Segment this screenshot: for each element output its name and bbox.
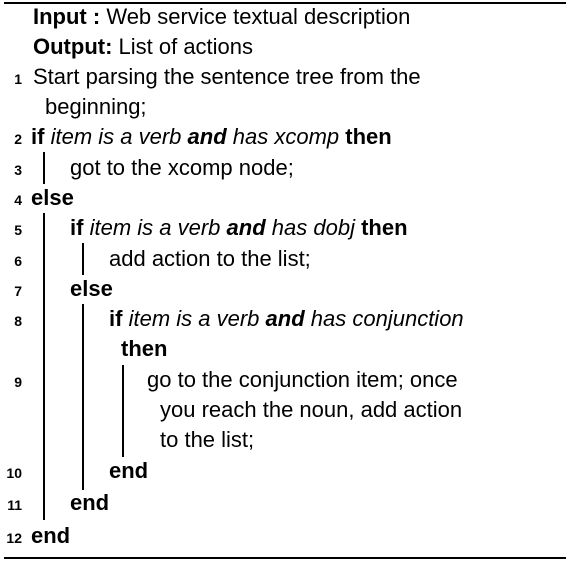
line-9-text-b: you reach the noun, add action [160,397,463,422]
line-9-text-c: to the list; [160,427,255,452]
line-number-10: 10 [6,465,22,481]
line-number-8: 8 [14,313,22,329]
bottom-rule [4,557,566,559]
kw-then: then [345,124,392,149]
line-number-11: 11 [7,497,22,513]
line-number-12: 12 [6,530,22,546]
line-2-text: if item is a verb and has xcomp then [31,124,392,150]
input-separator: : [86,4,107,29]
output-text: List of actions [112,34,254,59]
condition: item is a verb [89,215,221,240]
kw-if: if [109,306,123,331]
line-1-text-a: Start parsing the sentence tree from the [33,64,421,89]
kw-if: if [70,215,84,240]
line-3-text: got to the xcomp node; [70,155,294,180]
block-bar-then-5 [82,243,84,275]
line-1-text-b: beginning; [45,94,147,119]
line-number-4: 4 [14,192,22,208]
line-5-text: if item is a verb and has dobj then [70,215,408,241]
top-rule [4,2,566,4]
kw-and: and [226,215,266,240]
output-label: Output: [33,34,113,59]
line-number-7: 7 [14,283,22,299]
kw-else: else [31,185,74,210]
kw-and: and [265,306,305,331]
condition: item is a verb [128,306,260,331]
condition: has xcomp [232,124,340,149]
line-number-6: 6 [14,253,22,269]
block-bar-else-4 [43,213,45,520]
line-number-3: 3 [14,162,22,178]
block-bar-else-7 [82,304,84,490]
kw-then: then [361,215,408,240]
line-number-5: 5 [14,222,22,238]
kw-then: then [121,336,168,361]
input-line: Input : Web service textual description [33,4,410,30]
line-9-text-a: go to the conjunction item; once [147,367,458,392]
kw-end: end [31,523,71,548]
line-8-text: if item is a verb and has conjunction [109,306,464,332]
input-text: Web service textual description [106,4,411,29]
condition: item is a verb [50,124,182,149]
line-number-2: 2 [14,131,22,147]
kw-end: end [70,490,110,515]
kw-end: end [109,458,149,483]
kw-if: if [31,124,45,149]
line-6-text: add action to the list; [109,246,311,271]
condition: has conjunction [310,306,464,331]
condition: has dobj [271,215,355,240]
line-number-9: 9 [14,374,22,390]
kw-and: and [187,124,227,149]
output-line: Output: List of actions [33,34,253,60]
kw-else: else [70,276,113,301]
block-bar-then-8 [122,365,124,457]
block-bar-then-2 [43,152,45,184]
line-number-1: 1 [14,71,22,87]
input-label: Input [33,4,87,29]
